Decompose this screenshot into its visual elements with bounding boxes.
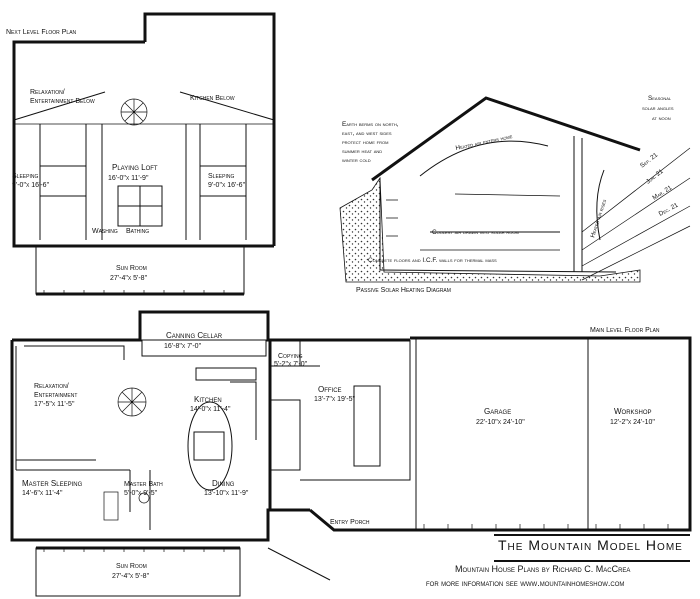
berm-note-1: Earth berms on north, [342,121,399,128]
master-sleeping-name: Master Sleeping [22,479,83,488]
berm-note-5: winter cold [342,157,371,164]
seasonal-note-3: at noon [652,115,671,122]
garage-size: 22'-10"x 24'-10" [476,419,525,426]
kitchen-size: 14'-0"x 11'-4" [190,406,231,413]
main-plan-heading: Main Level Floor Plan [590,327,660,334]
relax-size: 17'-5"x 11'-5" [34,401,75,408]
canning-cellar-size: 16'-8"x 7'-0" [164,343,202,350]
angle-jun-21: Jun. 21 [645,168,665,186]
master-sleeping-size: 14'-6"x 11'-4" [22,490,63,497]
kitchen-name: Kitchen [194,395,222,404]
angle-mar-21: Mar. 21 [651,184,673,202]
solar-diagram-caption: Passive Solar Heating Diagram [356,287,451,294]
garage-door-marks [423,524,669,530]
upper-sun-room-windows [43,290,225,294]
upper-loft-size: 16'-0"x 11'-9" [108,175,149,182]
upper-sleeping-right-size: 9'-0"x 16'-6" [208,182,246,189]
dining-name: Dining [212,479,235,488]
upper-plan-heading: Next Level Floor Plan [6,29,77,36]
title-frame [494,534,690,562]
main-floor-plan: Main Level Floor Plan Canning Cellar 16'… [10,310,692,597]
relax-name: Relaxation/ [34,383,69,390]
upper-kitchen-below: Kitchen Below [190,95,235,102]
office-name: Office [318,385,342,394]
copying-name: Copying [278,353,303,360]
office-size: 13'-7"x 19'-5" [314,396,355,403]
entry-porch: Entry Porch [330,519,370,526]
upper-washing: Washing [92,228,118,235]
upper-loft-name: Playing Loft [112,163,158,172]
garage-name: Garage [484,407,511,416]
angle-dec-21: Dec. 21 [658,202,680,218]
copying-size: 5'-2"x 7'-0" [274,361,308,368]
heated-air-label: Heated air enters home [455,133,513,152]
seasonal-note-1: Seasonal [648,95,672,102]
dining-size: 13'-10"x 11'-9" [204,490,249,497]
upper-sleeping-left-name: Sleeping [12,173,38,180]
master-bath-name: Master Bath [124,481,163,488]
relax-name-2: Entertainment [34,392,77,399]
berm-note-4: summer heat and [342,148,382,155]
main-sun-room-size: 27'-4"x 5'-8" [112,573,150,580]
master-bath-size: 5'-0"x 9'-5" [124,490,158,497]
berm-note-2: east, and west sides [342,130,392,137]
author-line: Mountain House Plans by Richard C. MacCr… [455,564,631,574]
upper-sleeping-left-size: 9'-0"x 16'-6" [12,182,50,189]
main-sun-room-windows [43,548,225,552]
floors-note: Concrete floors and I.C.F. walls for the… [368,257,497,264]
info-line: for more information see www.mountainhom… [426,578,625,588]
coolest-air-label: Coolest air drawn into solar room [432,229,519,236]
upper-relax-below-1: Relaxation/ [30,89,65,96]
workshop-size: 12'-2"x 24'-10" [610,419,655,426]
upper-sun-room-name: Sun Room [116,265,147,272]
berm-note-3: protect home from [342,139,388,146]
upper-floor-plan: Next Level Floor Plan Relaxation/ Entert… [6,12,276,296]
seasonal-note-2: solar angles [642,105,674,112]
passive-solar-diagram: Earth berms on north, east, and west sid… [339,95,691,294]
main-sun-room-name: Sun Room [116,563,147,570]
angle-sep-21: Sep. 21 [639,151,660,169]
upper-sleeping-right-name: Sleeping [208,173,234,180]
upper-bathing: Bathing [126,228,149,235]
workshop-name: Workshop [614,407,652,416]
upper-sun-room-size: 27'-4"x 5'-8" [110,275,148,282]
upper-relax-below-2: Entertainment Below [30,98,95,105]
canning-cellar-name: Canning Cellar [166,331,223,340]
page-title: The Mountain Model Home [498,537,683,553]
